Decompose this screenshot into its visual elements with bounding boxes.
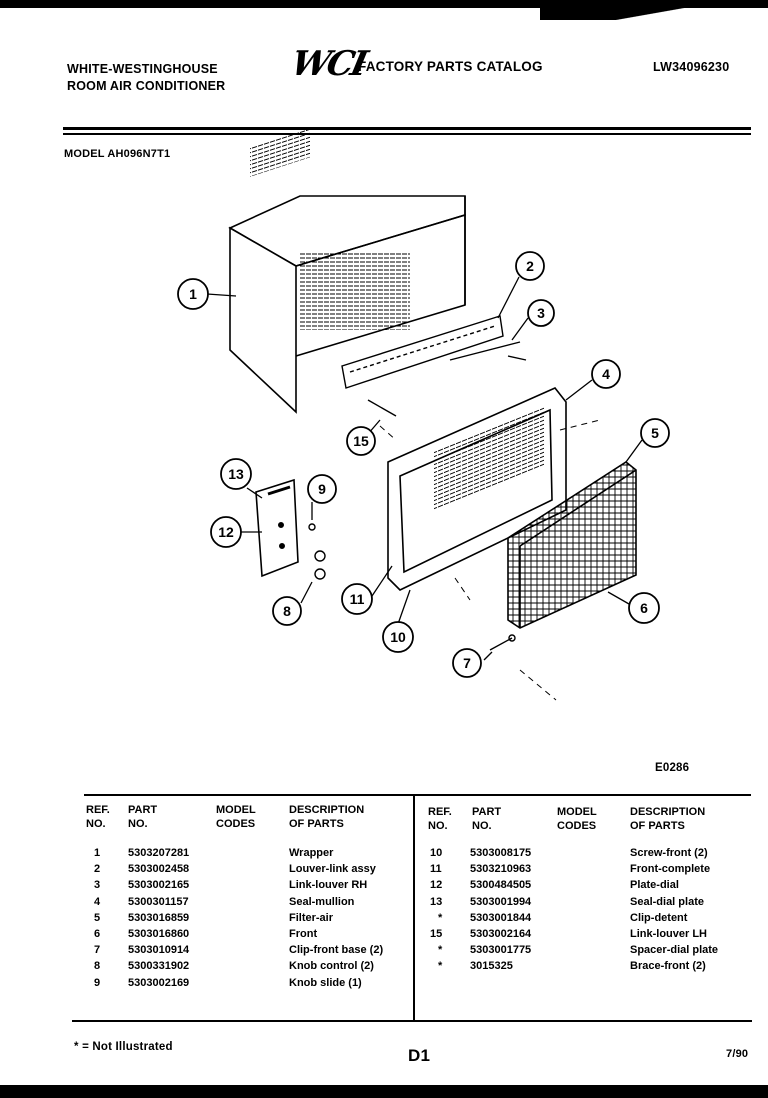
callout-9: 9: [307, 474, 337, 504]
callout-6: 6: [628, 592, 660, 624]
svg-text:11: 11: [350, 591, 365, 607]
svg-text:4: 4: [602, 366, 610, 382]
header-rule-thin: [63, 133, 751, 135]
catalog-title: FACTORY PARTS CATALOG: [358, 59, 543, 74]
svg-text:8: 8: [283, 603, 291, 619]
col-ref-header-left: REF.NO.: [86, 804, 110, 830]
table-bottom-rule: [72, 1020, 752, 1022]
callout-7: 7: [452, 648, 482, 678]
callouts: 1 2 3 4 5 6 7 8 9 10 11 12 13 15: [177, 251, 670, 678]
brand-line-2: ROOM AIR CONDITIONER: [67, 79, 226, 93]
not-illustrated-note: * = Not Illustrated: [74, 1041, 173, 1053]
scan-edge-bottom: [0, 1085, 768, 1098]
dial-plate-part: [255, 478, 299, 578]
guide-lines: [379, 419, 601, 701]
catalog-number: LW34096230: [653, 60, 730, 74]
svg-text:9: 9: [318, 481, 326, 497]
callout-13: 13: [220, 458, 252, 490]
svg-text:10: 10: [390, 629, 406, 645]
svg-text:7: 7: [463, 655, 471, 671]
callout-15: 15: [346, 426, 376, 456]
svg-text:3: 3: [537, 305, 545, 321]
svg-text:6: 6: [640, 600, 648, 616]
leader-lines: [206, 276, 643, 661]
table-top-rule: [84, 794, 751, 796]
brand-line-1: WHITE-WESTINGHOUSE: [67, 62, 218, 76]
callout-10: 10: [382, 621, 414, 653]
svg-text:2: 2: [526, 258, 534, 274]
svg-text:15: 15: [353, 433, 369, 449]
louver-link-part: [341, 315, 527, 417]
svg-text:5: 5: [651, 425, 659, 441]
callout-5: 5: [640, 418, 670, 448]
callout-8: 8: [272, 596, 302, 626]
table-divider: [413, 794, 415, 1020]
col-ref-header-right: REF.NO.: [428, 806, 452, 832]
scan-edge-top-bevel: [540, 0, 768, 20]
catalog-date: 7/90: [726, 1048, 749, 1060]
svg-text:1: 1: [189, 286, 197, 302]
callout-1: 1: [177, 278, 209, 310]
svg-text:12: 12: [218, 524, 234, 540]
knob-parts: [308, 523, 326, 580]
clip-part: [489, 634, 516, 651]
callout-2: 2: [515, 251, 545, 281]
svg-text:13: 13: [228, 466, 244, 482]
header-rule-thick: [63, 127, 751, 130]
callout-11: 11: [341, 583, 373, 615]
callout-3: 3: [527, 299, 555, 327]
page-number: D1: [408, 1046, 431, 1065]
callout-12: 12: [210, 516, 242, 548]
scan-edge-top: [0, 0, 768, 8]
model-label: MODEL AH096N7T1: [64, 148, 171, 160]
diagram-code: E0286: [655, 762, 690, 774]
callout-4: 4: [591, 359, 621, 389]
wrapper-part: [228, 127, 466, 414]
